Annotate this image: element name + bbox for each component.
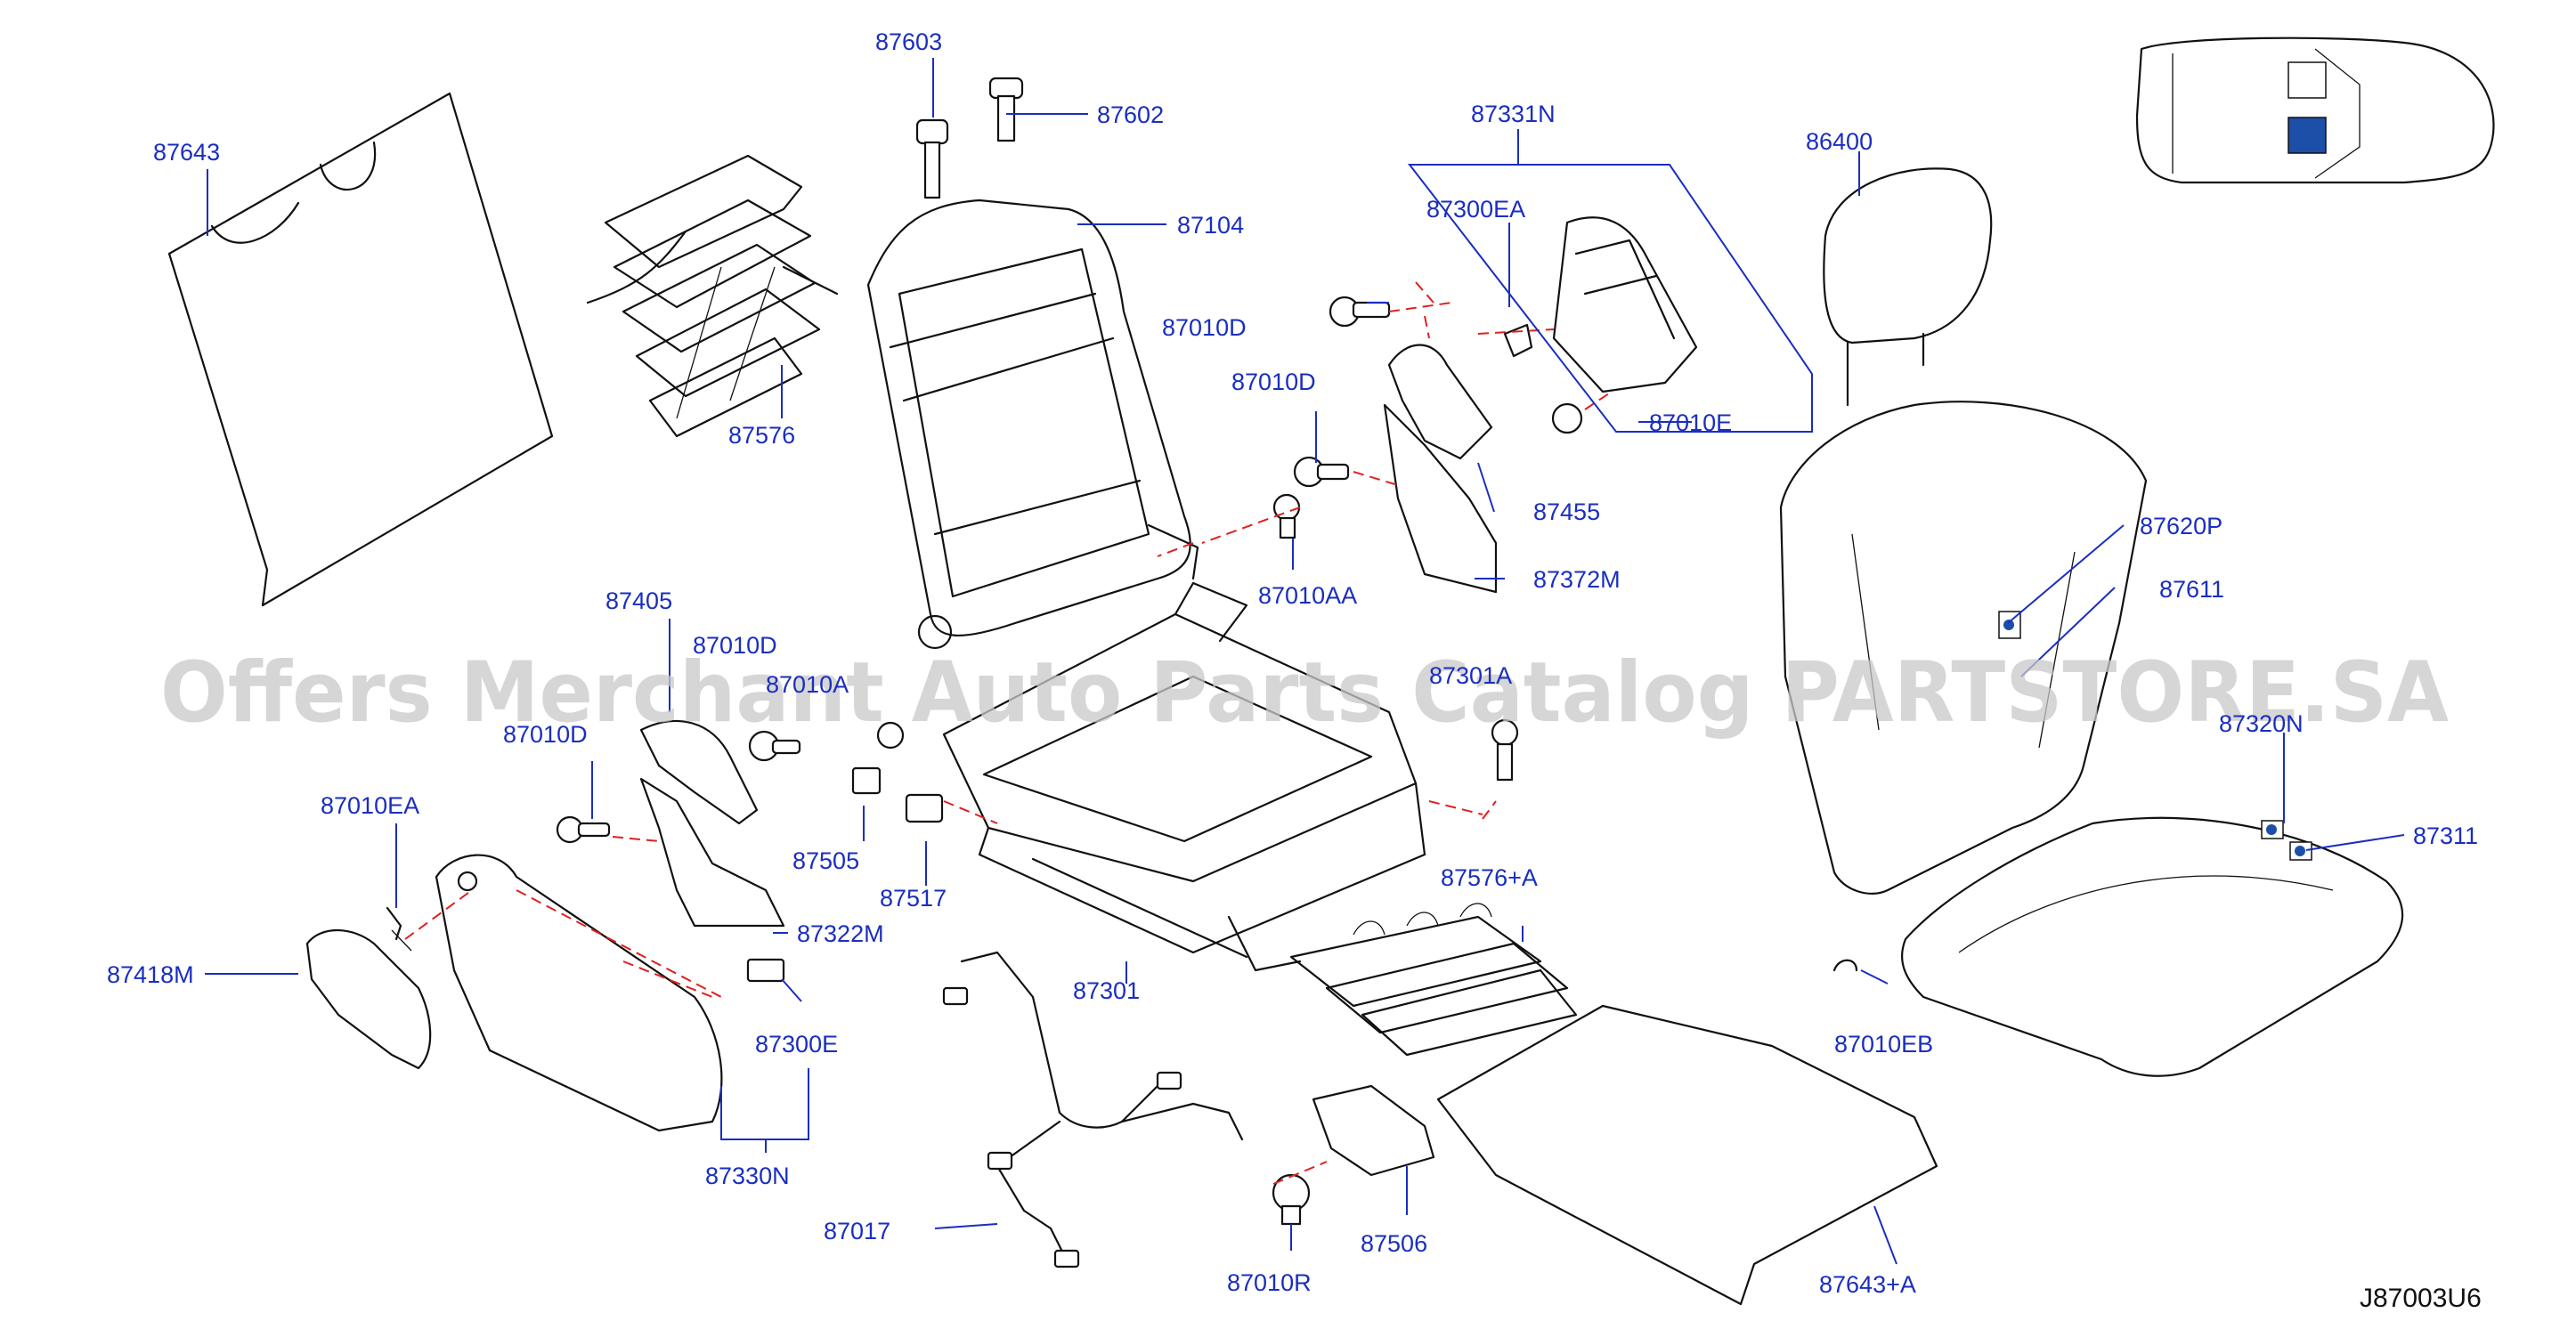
- watermark-text: Offers Merchant Auto Parts Catalog PARTS…: [160, 644, 2449, 742]
- small-clip-parts: [556, 718, 1519, 983]
- part-number-87576[interactable]: 87576: [728, 422, 795, 449]
- part-number-87611[interactable]: 87611: [2159, 576, 2224, 603]
- assembly-guide-lines: [404, 281, 1613, 1185]
- part-number-callouts: 87603 87602 87643 87104 87331N 86400 873…: [107, 28, 2478, 1298]
- clip-87010eb: [1832, 959, 1858, 972]
- part-number-87455[interactable]: 87455: [1533, 498, 1600, 525]
- seat-cushion-frame-part: [942, 581, 1426, 972]
- back-board-part: [167, 92, 554, 607]
- part-number-87010a[interactable]: 87010A: [766, 671, 849, 698]
- side-cover-outer-part: [1503, 216, 1698, 434]
- part-number-87010ea[interactable]: 87010EA: [321, 792, 419, 819]
- label-dot-87311: [2295, 846, 2305, 856]
- callout-leader-lines: [205, 58, 2405, 1265]
- inner-cover-parts: [639, 719, 785, 928]
- part-number-87010d-left-upper[interactable]: 87010D: [693, 632, 777, 659]
- part-number-87010eb[interactable]: 87010EB: [1834, 1031, 1933, 1058]
- part-number-87010e[interactable]: 87010E: [1649, 409, 1732, 436]
- bracket-and-clip-parts: [1272, 1084, 1435, 1226]
- seat-side-trim-parts: [305, 854, 723, 1132]
- seat-cushion-cover-part: [1901, 816, 2404, 1077]
- label-dot-87320n: [2266, 824, 2277, 835]
- part-number-87505[interactable]: 87505: [792, 847, 859, 874]
- part-number-87603[interactable]: 87603: [875, 28, 942, 55]
- cushion-spring-part: [1289, 903, 1578, 1057]
- part-number-87017[interactable]: 87017: [824, 1218, 890, 1244]
- part-number-87010aa[interactable]: 87010AA: [1258, 582, 1357, 609]
- seatback-frame-part: [866, 199, 1199, 650]
- part-number-87010d-upper[interactable]: 87010D: [1162, 314, 1247, 341]
- part-number-87576a[interactable]: 87576+A: [1441, 864, 1538, 891]
- diagram-reference-code: J87003U6: [2360, 1284, 2482, 1313]
- part-number-87104[interactable]: 87104: [1177, 212, 1244, 239]
- wire-harness-part: [942, 951, 1244, 1268]
- part-number-87506[interactable]: 87506: [1361, 1230, 1427, 1257]
- part-number-87300e[interactable]: 87300E: [755, 1031, 838, 1058]
- part-number-87602[interactable]: 87602: [1097, 101, 1164, 128]
- headrest-guide-parts: [915, 77, 1024, 199]
- part-number-87517[interactable]: 87517: [880, 885, 947, 912]
- part-number-87643[interactable]: 87643: [153, 139, 220, 166]
- lumbar-spring-part: [586, 154, 839, 438]
- part-number-87372m[interactable]: 87372M: [1533, 566, 1621, 593]
- part-number-87010d-mid[interactable]: 87010D: [1231, 369, 1316, 395]
- part-number-87311[interactable]: 87311: [2413, 823, 2478, 849]
- headrest-part: [1823, 167, 1993, 407]
- part-number-87320n[interactable]: 87320N: [2219, 710, 2304, 737]
- part-number-87418m[interactable]: 87418M: [107, 961, 194, 988]
- side-shield-parts: [1383, 344, 1498, 594]
- part-number-87301a[interactable]: 87301A: [1429, 662, 1512, 689]
- part-number-87620p[interactable]: 87620P: [2140, 513, 2223, 539]
- part-number-87643a[interactable]: 87643+A: [1819, 1271, 1916, 1298]
- vehicle-locator: [2135, 36, 2495, 184]
- part-number-87330n[interactable]: 87330N: [705, 1163, 790, 1189]
- part-number-86400[interactable]: 86400: [1806, 128, 1873, 155]
- part-number-87301[interactable]: 87301: [1073, 977, 1140, 1004]
- part-number-87010d-left[interactable]: 87010D: [503, 721, 588, 748]
- fastener-bolts: [1272, 296, 1391, 539]
- part-number-87331n[interactable]: 87331N: [1471, 101, 1556, 127]
- clip-87010ea: [386, 906, 402, 941]
- label-dot-87620p: [2003, 620, 2014, 630]
- part-number-87405[interactable]: 87405: [605, 588, 672, 614]
- part-number-87322m[interactable]: 87322M: [797, 920, 884, 947]
- seatback-cover-part: [1779, 401, 2148, 895]
- part-number-87300ea[interactable]: 87300EA: [1426, 196, 1525, 223]
- part-number-87010r[interactable]: 87010R: [1227, 1269, 1312, 1296]
- cushion-board-part: [1436, 1004, 1938, 1306]
